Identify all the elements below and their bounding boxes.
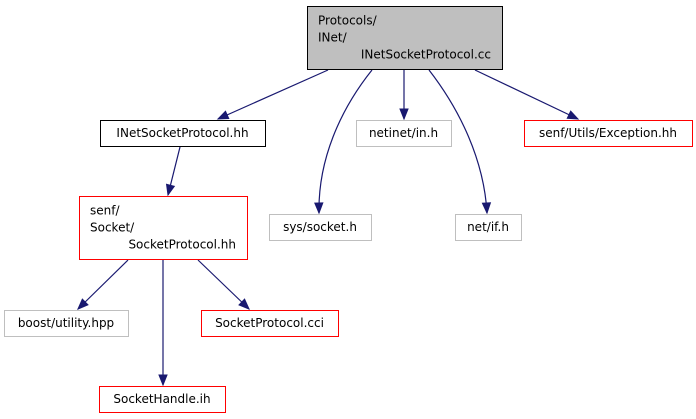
node-sys-socket-h-box: [269, 214, 372, 241]
edge-inet-socket-protocol-cc-to-sys-socket-h: [314, 69, 373, 215]
node-inet-socket-protocol-hh[interactable]: INetSocketProtocol.hh: [100, 120, 266, 147]
node-socket-handle-ih[interactable]: SocketHandle.ih: [99, 386, 226, 413]
node-netinet-in-h-label-line-1: netinet/in.h: [369, 126, 438, 140]
node-boost-utility-hpp-box: [4, 310, 129, 337]
nodes-layer: Protocols/INet/INetSocketProtocol.ccINet…: [4, 6, 693, 413]
node-socket-protocol-cci[interactable]: SocketProtocol.cci: [201, 310, 339, 337]
edges-layer: [77, 69, 580, 387]
node-socket-handle-ih-box: [99, 386, 226, 413]
node-inet-socket-protocol-cc-label-line-1: Protocols/: [318, 14, 378, 28]
node-inet-socket-protocol-cc-label-line-2: INet/: [318, 31, 348, 45]
node-senf-socket-protocol-hh-label-line-3: SocketProtocol.hh: [128, 238, 236, 252]
node-netinet-in-h-box: [356, 120, 452, 147]
edge-inet-socket-protocol-hh-to-senf-socket-protocol-hh-arrowhead: [165, 183, 176, 197]
edge-inet-socket-protocol-cc-to-inet-socket-protocol-hh-arrowhead: [216, 110, 230, 120]
node-socket-handle-ih-label-line-1: SocketHandle.ih: [113, 392, 210, 406]
edge-senf-socket-protocol-hh-to-socket-handle-ih: [158, 260, 168, 387]
edge-inet-socket-protocol-cc-to-inet-socket-protocol-hh: [216, 69, 329, 120]
edge-inet-socket-protocol-cc-to-sys-socket-h-line: [318, 69, 373, 214]
node-inet-socket-protocol-cc[interactable]: Protocols/INet/INetSocketProtocol.cc: [307, 6, 503, 70]
node-boost-utility-hpp-label-line-1: boost/utility.hpp: [18, 316, 114, 330]
edge-senf-socket-protocol-hh-to-boost-utility-hpp-arrowhead: [77, 298, 89, 310]
edge-inet-socket-protocol-cc-to-senf-utils-exception-hh-line: [474, 69, 579, 120]
node-senf-socket-protocol-hh-label-line-2: Socket/: [90, 221, 135, 235]
edge-senf-socket-protocol-hh-to-socket-protocol-cci-arrowhead: [238, 298, 250, 310]
node-inet-socket-protocol-cc-label-line-3: INetSocketProtocol.cc: [361, 48, 491, 62]
edge-inet-socket-protocol-cc-to-net-if-h: [428, 69, 492, 215]
node-senf-socket-protocol-hh-label-line-1: senf/: [90, 204, 120, 218]
node-sys-socket-h-label-line-1: sys/socket.h: [283, 220, 357, 234]
node-senf-socket-protocol-hh-box: [79, 196, 248, 260]
edge-inet-socket-protocol-cc-to-net-if-h-arrowhead: [481, 202, 492, 215]
edge-senf-socket-protocol-hh-to-socket-handle-ih-arrowhead: [158, 374, 168, 387]
edge-inet-socket-protocol-cc-to-senf-utils-exception-hh: [474, 69, 580, 120]
edge-inet-socket-protocol-cc-to-netinet-in-h: [399, 70, 409, 121]
edge-inet-socket-protocol-cc-to-senf-utils-exception-hh-arrowhead: [566, 110, 580, 120]
edge-senf-socket-protocol-hh-to-boost-utility-hpp: [77, 259, 129, 310]
edge-senf-socket-protocol-hh-to-socket-protocol-cci-line: [197, 259, 250, 310]
edge-senf-socket-protocol-hh-to-socket-protocol-cci: [197, 259, 250, 310]
node-sys-socket-h: sys/socket.h: [269, 214, 372, 241]
node-inet-socket-protocol-cc-box: [307, 6, 503, 70]
node-inet-socket-protocol-hh-box: [100, 120, 266, 147]
node-senf-socket-protocol-hh[interactable]: senf/Socket/SocketProtocol.hh: [79, 196, 248, 260]
node-senf-utils-exception-hh[interactable]: senf/Utils/Exception.hh: [524, 120, 693, 147]
edge-inet-socket-protocol-cc-to-net-if-h-line: [428, 69, 488, 214]
node-socket-protocol-cci-box: [201, 310, 339, 337]
node-net-if-h: net/if.h: [455, 214, 522, 241]
node-inet-socket-protocol-hh-label-line-1: INetSocketProtocol.hh: [116, 126, 248, 140]
node-netinet-in-h: netinet/in.h: [356, 120, 452, 147]
edge-inet-socket-protocol-cc-to-sys-socket-h-arrowhead: [314, 202, 324, 215]
edge-inet-socket-protocol-cc-to-netinet-in-h-arrowhead: [399, 108, 409, 121]
node-senf-utils-exception-hh-box: [524, 120, 693, 147]
node-net-if-h-label-line-1: net/if.h: [467, 220, 509, 234]
node-net-if-h-box: [455, 214, 522, 241]
edge-inet-socket-protocol-cc-to-inet-socket-protocol-hh-line: [217, 69, 329, 120]
node-senf-utils-exception-hh-label-line-1: senf/Utils/Exception.hh: [539, 126, 677, 140]
edge-senf-socket-protocol-hh-to-boost-utility-hpp-line: [77, 259, 129, 310]
node-boost-utility-hpp: boost/utility.hpp: [4, 310, 129, 337]
node-socket-protocol-cci-label-line-1: SocketProtocol.cci: [215, 316, 324, 330]
edge-inet-socket-protocol-hh-to-senf-socket-protocol-hh: [165, 146, 181, 197]
